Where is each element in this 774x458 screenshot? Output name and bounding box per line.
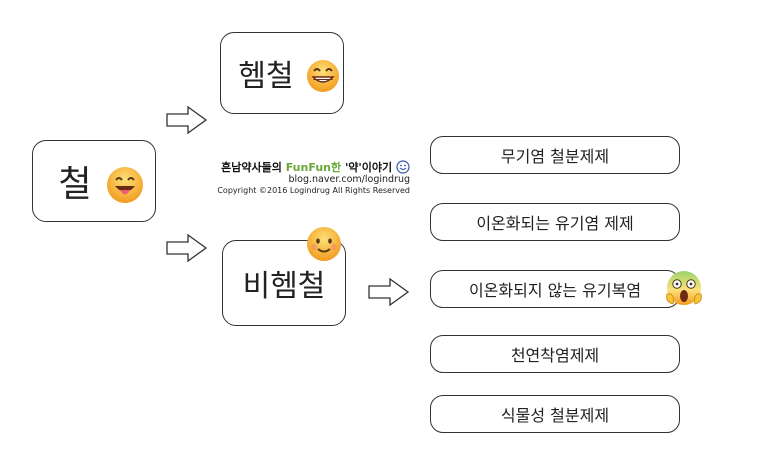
item-label: 이온화되는 유기염 제제 (476, 214, 634, 233)
item-label: 이온화되지 않는 유기복염 (468, 281, 642, 300)
blog-watermark: 흔남약사들의 FunFun한 '약'이야기 blog.naver.com/log… (205, 160, 410, 195)
watermark-title-fun: FunFun한 (285, 161, 342, 174)
nonheme-item-inorganic-salt: 무기염 철분제제 (430, 136, 680, 174)
watermark-title-suffix: '약'이야기 (341, 161, 393, 174)
item-label: 천연착염제제 (510, 346, 600, 365)
arrow-to-nonheme (166, 234, 208, 262)
small-smiley-icon (396, 160, 410, 174)
nonheme-item-nonionizing-organic-complex: 이온화되지 않는 유기복염 (430, 270, 680, 308)
watermark-copyright: Copyright ©2016 Logindrug All Rights Res… (217, 185, 410, 195)
grinning-face-icon (307, 60, 339, 92)
nonheme-iron-box: 비헴철 (222, 240, 346, 326)
nonheme-iron-label: 비헴철 (242, 269, 326, 304)
screaming-face-icon (666, 271, 702, 305)
nonheme-item-ionizing-organic-salt: 이온화되는 유기염 제제 (430, 203, 680, 241)
watermark-url: blog.naver.com/logindrug (288, 174, 410, 186)
heme-iron-label: 헴철 (238, 59, 294, 94)
item-label: 무기염 철분제제 (500, 147, 610, 166)
smiling-face-icon (307, 227, 341, 261)
nonheme-item-plant-iron: 식물성 철분제제 (430, 395, 680, 433)
nonheme-item-natural-chelate: 천연착염제제 (430, 335, 680, 373)
item-label: 식물성 철분제제 (500, 406, 610, 425)
arrow-to-items (368, 278, 410, 306)
grinning-tongue-face-icon (107, 167, 143, 203)
arrow-to-heme (166, 106, 208, 134)
watermark-title-prefix: 흔남약사들의 (221, 161, 286, 174)
watermark-title: 흔남약사들의 FunFun한 '약'이야기 (205, 160, 410, 174)
iron-root-label: 철 (58, 164, 92, 205)
